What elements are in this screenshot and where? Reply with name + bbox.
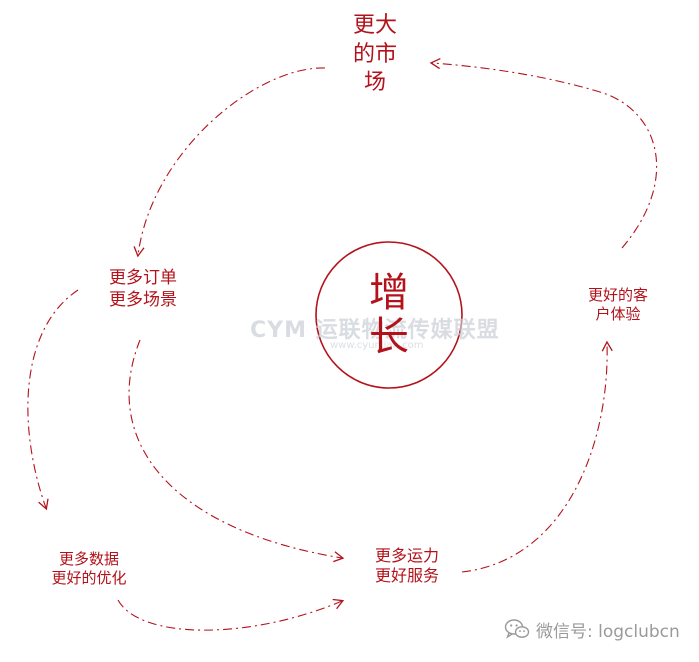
- node-more-data: 更多数据 更好的优化: [34, 550, 144, 588]
- node-better-experience: 更好的客 户体验: [568, 286, 668, 324]
- node-more-capacity-line2: 更好服务: [374, 566, 439, 586]
- node-bigger-market-line1: 更大: [352, 13, 397, 38]
- wechat-id-tag: 微信号: logclubcn: [504, 616, 680, 642]
- node-more-orders: 更多订单 更多场景: [88, 268, 198, 312]
- arrow-market-to-orders: [133, 67, 326, 258]
- node-more-capacity-line1: 更多运力: [374, 546, 439, 565]
- node-better-experience-line1: 更好的客: [587, 286, 648, 304]
- arrow-capacity-to-experience: [461, 340, 613, 573]
- center-growth-label: 增 长: [316, 248, 462, 382]
- arrow-orders-to-capacity: [128, 339, 345, 563]
- watermark-url: www.cyunlian.com: [330, 340, 424, 351]
- arrow-experience-to-market: [429, 57, 658, 249]
- wechat-icon: [504, 619, 530, 639]
- center-label-line1: 增: [369, 270, 409, 316]
- arrow-orders-to-data: [27, 289, 79, 511]
- arrow-data-to-capacity: [117, 598, 345, 631]
- center-circle: [315, 241, 463, 389]
- node-more-orders-line1: 更多订单: [109, 268, 177, 288]
- node-more-orders-line2: 更多场景: [109, 289, 177, 310]
- node-bigger-market-line3: 场: [363, 70, 386, 96]
- node-more-data-line2: 更好的优化: [51, 569, 127, 588]
- watermark-logo: CYM 运联物流传媒联盟: [250, 318, 500, 343]
- node-more-data-line1: 更多数据: [58, 550, 119, 568]
- wechat-id-label: 微信号: logclubcn: [536, 621, 680, 642]
- node-better-experience-line2: 户体验: [595, 305, 641, 324]
- node-bigger-market-line2: 的市: [352, 41, 397, 67]
- node-more-capacity: 更多运力 更好服务: [352, 546, 462, 587]
- node-bigger-market: 更大 的市 场: [330, 12, 420, 98]
- center-label-line2: 长: [369, 314, 409, 360]
